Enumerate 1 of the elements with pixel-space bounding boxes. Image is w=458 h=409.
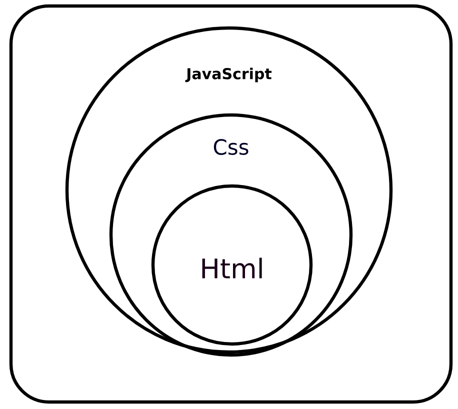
rounded-frame	[9, 4, 453, 404]
